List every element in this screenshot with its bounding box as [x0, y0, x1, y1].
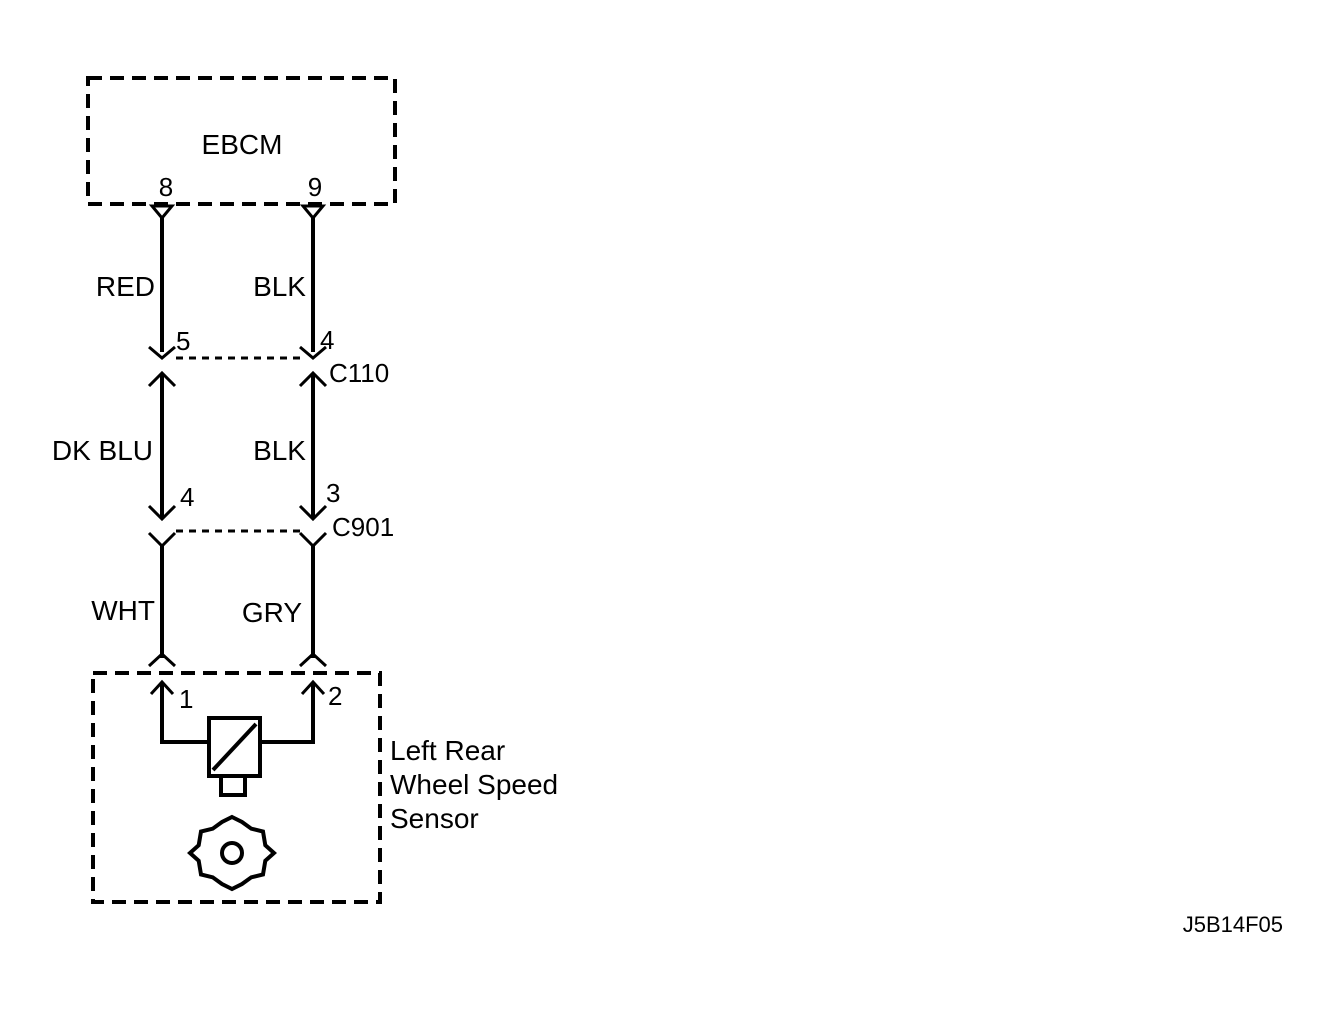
c901-female-left [147, 504, 177, 522]
wire-label-mid-left: DK BLU [52, 435, 153, 466]
c110-female-right [299, 345, 327, 360]
sensor-coil-slash [211, 722, 258, 772]
wire-label-ebcm-right: BLK [253, 271, 306, 302]
c901-pin-right: 3 [326, 478, 340, 508]
sensor-harness-terminal-right [298, 651, 328, 668]
c110-pin-right: 4 [320, 325, 334, 355]
ebcm-label: EBCM [202, 129, 283, 160]
ebcm-terminal-left [148, 204, 176, 221]
c110-name: C110 [329, 358, 389, 388]
sensor-internal-wire-right [260, 682, 315, 744]
sensor-pin-right: 2 [328, 681, 342, 711]
ebcm-pin-left: 8 [159, 172, 173, 202]
ebcm-pin-right: 9 [308, 172, 322, 202]
c901-female-right [298, 504, 328, 522]
c901-pin-left: 4 [180, 482, 194, 512]
wire-label-sensor-right: GRY [242, 597, 302, 628]
sensor-harness-terminal-left [147, 651, 177, 668]
reluctor-hub-icon [220, 841, 244, 865]
c901-male-right [298, 531, 328, 549]
sensor-pin-left: 1 [179, 684, 193, 714]
sensor-label-line-1: Left Rear [390, 735, 505, 766]
sensor-label-line-2: Wheel Speed [390, 769, 558, 800]
wire-label-mid-right: BLK [253, 435, 306, 466]
wire-label-sensor-left: WHT [91, 595, 155, 626]
sensor-tip-icon [219, 774, 247, 797]
c110-pin-left: 5 [176, 326, 190, 356]
ebcm-module-box [86, 76, 397, 206]
c901-male-left [147, 531, 177, 549]
sensor-label-line-3: Sensor [390, 803, 479, 834]
c901-name: C901 [332, 512, 394, 542]
c110-female-left [148, 345, 176, 360]
sensor-module-box [91, 671, 382, 904]
sensor-internal-wire-left [160, 682, 210, 744]
figure-code: J5B14F05 [1183, 912, 1283, 937]
reluctor-gear-icon [187, 814, 277, 892]
sensor-label: Left Rear Wheel Speed Sensor [390, 735, 566, 834]
wire-label-ebcm-left: RED [96, 271, 155, 302]
ebcm-terminal-right [299, 204, 327, 221]
